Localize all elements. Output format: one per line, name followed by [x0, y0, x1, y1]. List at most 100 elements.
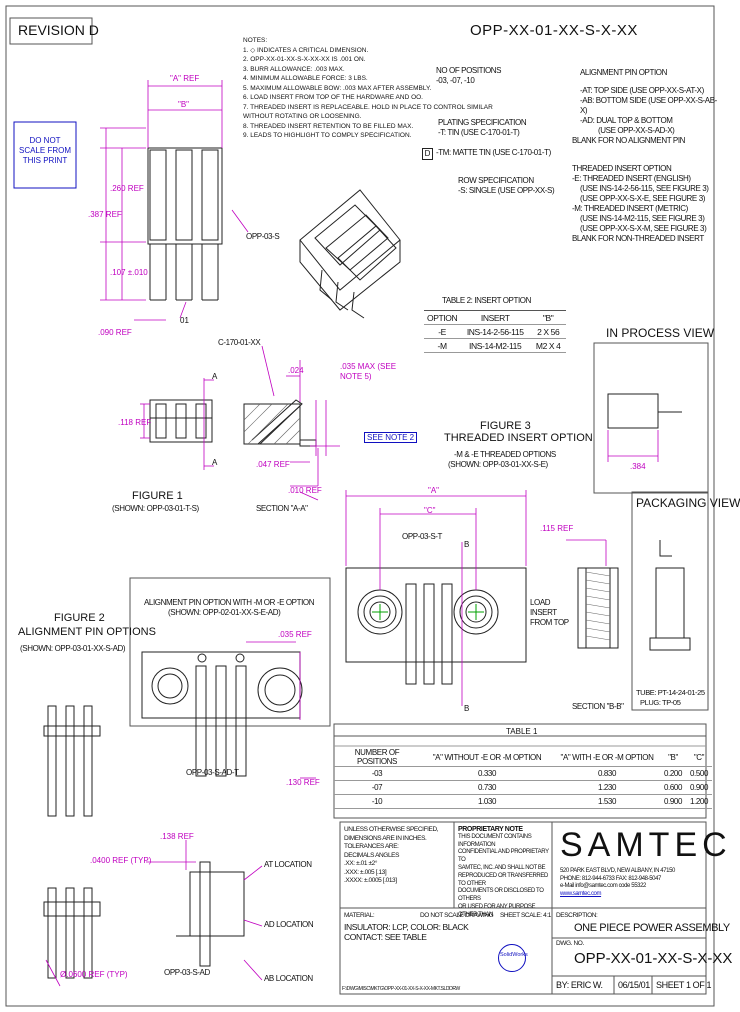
table1-cell: 0.200 [660, 766, 686, 781]
do-not-scale-drawing: DO NOT SCALE DRAWING [420, 912, 494, 919]
positions-values: -03, -07, -10 [436, 76, 475, 85]
table1-cell: 0.600 [660, 780, 686, 795]
dim-a-ref: "A" REF [170, 74, 200, 83]
table2-header: OPTION [424, 310, 461, 325]
proprietary-label: PROPRIETARY NOTE [458, 826, 523, 833]
row-value: -S: SINGLE (USE OPP-XX-S) [458, 186, 555, 195]
tolerances-label: TOLERANCES ARE: [344, 843, 399, 850]
section-a-a-label: SECTION "A-A" [256, 504, 308, 513]
figure1-shown: (SHOWN: OPP-03-01-T-S) [112, 504, 199, 513]
table2-cell: -E [424, 324, 461, 339]
table1-cell: 1.200 [686, 794, 712, 809]
figure2-box-shown: (SHOWN: OPP-02-01-XX-S-E-AD) [168, 608, 281, 617]
company-website[interactable]: www.samtec.com [560, 890, 602, 897]
dim-024: .024 [288, 366, 304, 375]
dim-138: .138 REF [160, 832, 194, 841]
process-view-title: IN PROCESS VIEW [606, 326, 715, 340]
table1-header: "C" [686, 748, 712, 767]
figure3-line1: -M & -E THREADED OPTIONS [454, 450, 556, 459]
table-row: -07 0.730 1.230 0.600 0.900 [334, 780, 712, 795]
dim-090: .090 REF [98, 328, 132, 337]
table1-cell: 1.230 [554, 780, 660, 795]
callout-c170: C-170-01-XX [218, 338, 261, 347]
tol-row: .XXXX: ±.0005 [.013] [344, 877, 397, 884]
plating-t: -T: TIN (USE C-170-01-T) [438, 128, 520, 137]
packaging-plug: PLUG: TP-05 [640, 698, 681, 707]
at-location: AT LOCATION [264, 860, 312, 869]
dwg-no-label: DWG. NO. [556, 940, 584, 947]
alignment-item: BLANK FOR NO ALIGNMENT PIN [572, 136, 686, 145]
note-item: 4. MINIMUM ALLOWABLE FORCE: 3 LBS. [243, 75, 368, 82]
alignment-block: ALIGNMENT PIN OPTION -AT: TOP SIDE (USE … [572, 68, 720, 146]
see-note-2: SEE NOTE 2 [364, 432, 418, 443]
section-marker-b-bottom: B [464, 704, 470, 713]
company-line: e-Mail info@samtec.com code 55322 [560, 883, 646, 889]
table1-cell: 1.530 [554, 794, 660, 809]
notes-heading: NOTES: [243, 37, 268, 44]
figure1-front-view [147, 147, 223, 301]
row-block: ROW SPECIFICATION -S: SINGLE (USE OPP-XX… [458, 176, 555, 196]
callout-opp03st: OPP-03-S-T [402, 532, 443, 541]
tol-row: .XX: ±.01 ±2° [344, 860, 378, 867]
material-label: MATERIAL: [344, 912, 375, 919]
table2: OPTION INSERT "B" -E INS-14-2-56-115 2 X… [424, 310, 567, 353]
callout-opp03sad: OPP-03-S-AD [164, 968, 210, 977]
note-item: 3. BURR ALLOWANCE: .003 MAX. [243, 65, 345, 73]
prop-line: THIS DOCUMENT CONTAINS INFORMATION [458, 833, 532, 848]
table1-cell: 1.030 [420, 794, 554, 809]
row-label: ROW SPECIFICATION [458, 176, 534, 185]
table1-header-row: NUMBER OF POSITIONS "A" WITHOUT -E OR -M… [334, 748, 712, 767]
section-marker-a-bottom: A [212, 458, 218, 467]
callout-01: 01 [180, 316, 189, 325]
figure2-title: FIGURE 2 [54, 612, 105, 624]
threaded-block: THREADED INSERT OPTION -E: THREADED INSE… [572, 164, 709, 244]
table-row: -03 0.330 0.830 0.200 0.500 [334, 766, 712, 781]
table1-header: NUMBER OF POSITIONS [334, 748, 420, 767]
file-path: F:\DWG\MISC\MKTG\OPP-XX-01-XX-S-X-XX-MKT… [342, 986, 460, 992]
table1-title: TABLE 1 [506, 727, 538, 736]
table-row: -10 1.030 1.530 0.900 1.200 [334, 794, 712, 809]
process-view-dim: .384 [630, 462, 646, 471]
note-item: 6. LOAD INSERT FROM TOP OF THE HARDWARE … [243, 94, 423, 101]
note-item: 2. OPP-XX-01-XX-S-X-XX-XX IS .001 ON. [243, 56, 366, 63]
table1-header: "B" [660, 748, 686, 767]
section-a-a [243, 399, 317, 447]
table1-header: "A" WITH -E OR -M OPTION [554, 748, 660, 767]
notes: NOTES: 1. ◇ INDICATES A CRITICAL DIMENSI… [243, 36, 493, 141]
table1-cell: -10 [334, 794, 420, 809]
table1-cell: 0.900 [686, 780, 712, 795]
table-row: -E INS-14-2-56-115 2 X 56 [424, 324, 567, 339]
ab-location: AB LOCATION [264, 974, 313, 983]
alignment-item: -AD: DUAL TOP & BOTTOM [580, 116, 673, 125]
tolerance-block: UNLESS OTHERWISE SPECIFIED, DIMENSIONS A… [344, 826, 452, 886]
threaded-item: -E: THREADED INSERT (ENGLISH) [572, 174, 691, 183]
table1-cell: -07 [334, 780, 420, 795]
material-line: CONTACT: SEE TABLE [344, 932, 427, 942]
dim-010: .010 REF [288, 486, 322, 495]
drawing-linework [5, 5, 715, 1007]
table2-cell: 2 X 56 [530, 324, 567, 339]
dwg-no: OPP-XX-01-XX-S-X-XX [574, 950, 733, 967]
dim-260: .260 REF [110, 184, 144, 193]
section-a-a-hatch [243, 403, 301, 445]
figure3-line2: (SHOWN: OPP-03-01-XX-S-E) [448, 460, 548, 469]
tol-row: DECIMALS ANGLES [344, 851, 400, 859]
table1-cell: 0.900 [660, 794, 686, 809]
sheet-scale: SHEET SCALE: 4:1 [500, 912, 551, 919]
plating-label: PLATING SPECIFICATION [438, 118, 527, 127]
table1: NUMBER OF POSITIONS "A" WITHOUT -E OR -M… [334, 748, 712, 809]
threaded-item: (USE OPP-XX-S-X-E, SEE FIGURE 3) [580, 194, 706, 203]
prop-line: SAMTEC, INC. AND SHALL NOT BE [458, 864, 546, 871]
threaded-label: THREADED INSERT OPTION [572, 164, 672, 173]
figure2-box [129, 577, 331, 727]
table2-cell: INS-14-2-56-115 [460, 324, 531, 339]
drawn-by: BY: ERIC W. [556, 980, 603, 990]
table2-cell: -M [424, 338, 461, 353]
dim-b: "B" [178, 100, 190, 109]
proprietary-block: PROPRIETARY NOTE THIS DOCUMENT CONTAINS … [458, 826, 550, 920]
threaded-item: (USE OPP-XX-S-X-M, SEE FIGURE 3) [580, 224, 707, 233]
figure3-front-view [345, 567, 527, 685]
figure1-dims [100, 80, 249, 321]
figure2-top-view [141, 651, 303, 777]
figure1-title: FIGURE 1 [132, 490, 183, 502]
